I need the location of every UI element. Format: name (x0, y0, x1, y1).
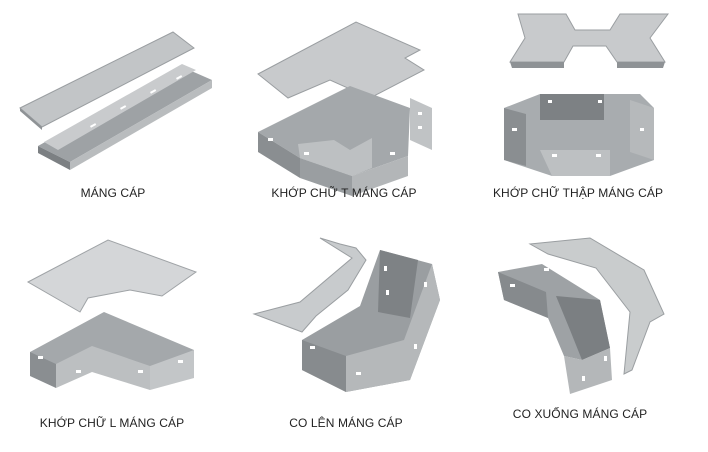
product-label: CO XUỐNG MÁNG CÁP (512, 407, 648, 421)
product-label: KHỚP CHỮ T MÁNG CÁP (271, 186, 417, 200)
product-label: KHỚP CHỮ L MÁNG CÁP (39, 416, 185, 430)
product-label: KHỚP CHỮ THẬP MÁNG CÁP (492, 186, 664, 200)
product-label: MÁNG CÁP (80, 186, 146, 200)
product-label: CO LÊN MÁNG CÁP (289, 416, 403, 430)
